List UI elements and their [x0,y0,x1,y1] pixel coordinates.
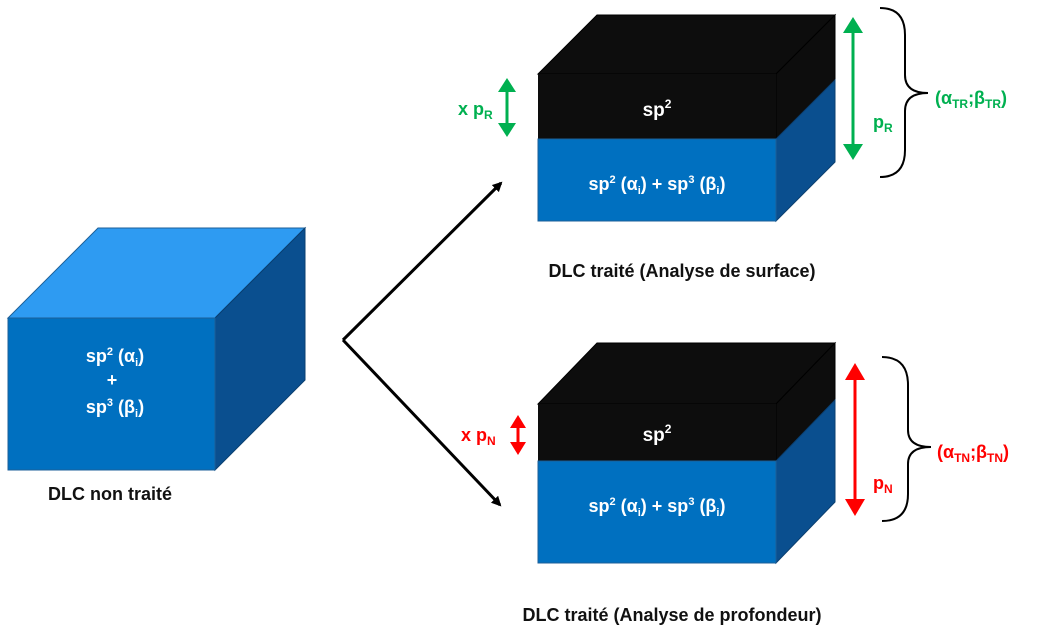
depth-layer-thickness-arrow [510,415,526,455]
surface-cube-sp2-layer [538,74,776,139]
surface-caption: DLC traité (Analyse de surface) [548,261,815,281]
surface-layer-thickness-arrow [498,78,516,137]
surface-layer-thickness-label: x pR [458,99,493,122]
untreated-cube: sp2 (αi) + sp3 (βi) DLC non traité [6,226,307,504]
surface-brace [879,7,929,178]
depth-layer-thickness-label: x pN [461,425,496,448]
depth-total-thickness-arrow [845,363,865,516]
surface-cube: sp2 sp2 (αi) + sp3 (βi) x pR pR (αTR;βTR… [458,7,1007,281]
untreated-plus-label: + [107,370,118,390]
arrow-to-depth [341,338,502,507]
surface-total-thickness-arrow [843,17,863,160]
surface-params-label: (αTR;βTR) [935,88,1007,111]
untreated-cube-front [7,317,216,471]
depth-brace [881,356,932,522]
surface-cube-bulk [537,138,777,222]
depth-cube: sp2 sp2 (αi) + sp3 (βi) x pN pN (αTN;βTN… [461,341,1009,625]
branch-arrows [341,181,503,507]
depth-total-thickness-label: pN [873,473,893,496]
depth-layer-label: sp2 [643,422,672,446]
surface-total-thickness-label: pR [873,112,893,135]
depth-caption: DLC traité (Analyse de profondeur) [522,605,821,625]
untreated-caption: DLC non traité [48,484,172,504]
untreated-sp2-label: sp2 (αi) [86,346,144,369]
untreated-sp3-label: sp3 (βi) [86,397,144,420]
depth-params-label: (αTN;βTN) [937,442,1009,465]
depth-cube-sp2-layer [538,404,776,461]
surface-bulk-label: sp2 (αi) + sp3 (βi) [589,174,726,197]
depth-cube-bulk [537,460,777,564]
arrow-to-surface [341,181,503,342]
depth-bulk-label: sp2 (αi) + sp3 (βi) [589,496,726,519]
surface-layer-label: sp2 [643,97,672,121]
